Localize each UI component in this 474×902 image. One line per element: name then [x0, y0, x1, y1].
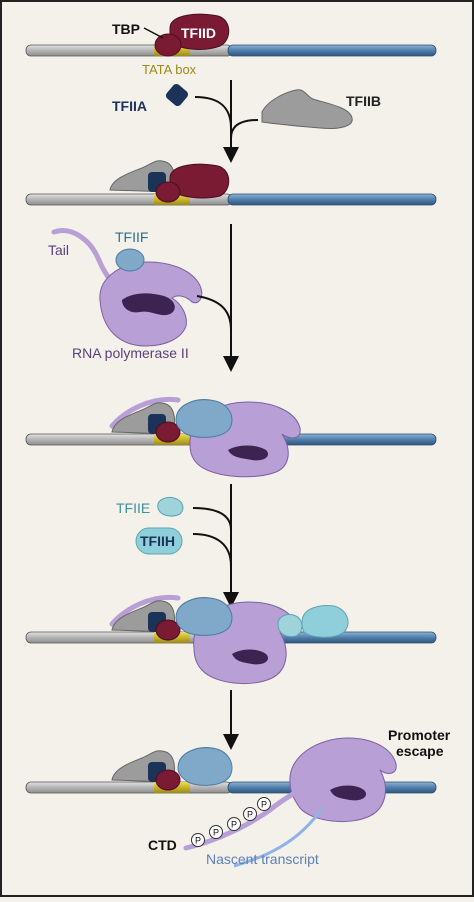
tfiih-bound-4	[301, 605, 349, 638]
pol-ii-tail-bound	[109, 396, 181, 429]
tbp-bound	[155, 181, 181, 203]
pol-ii-cleft-bound	[228, 445, 269, 461]
tail-label: Tail	[48, 242, 69, 258]
tfiib-shape	[261, 89, 353, 129]
pol-ii-label: RNA polymerase II	[72, 345, 189, 361]
tfiib-label: TFIIB	[346, 93, 381, 109]
arrow-1-branch-left	[194, 96, 232, 129]
tfiih-label: TFIIH	[140, 533, 175, 549]
tfiif-label: TFIIF	[115, 229, 148, 245]
incoming-pol-ii: Tail TFIIF RNA polymerase II	[48, 224, 239, 372]
incoming-tfiia-tfiib: TFIIA TFIIB	[112, 80, 381, 163]
stage-1: TBP TFIID TATA box	[25, 13, 437, 77]
ctd-tail	[183, 789, 299, 851]
tfiif-shape	[115, 248, 145, 272]
tfiih-shape	[135, 527, 183, 555]
tfiih-remaining	[177, 747, 233, 786]
svg-text:P: P	[247, 810, 253, 820]
phospho-5: P	[257, 797, 271, 811]
tbp-pointer	[143, 27, 164, 39]
stage-2	[25, 160, 437, 206]
tfiie-label: TFIIE	[116, 500, 150, 516]
pol-ii-cleft	[122, 293, 175, 316]
svg-text:P: P	[195, 836, 201, 846]
incoming-tfiie-tfiih: TFIIE TFIIH	[116, 484, 239, 608]
phospho-3: P	[227, 817, 241, 831]
tfiid-shape	[169, 13, 230, 50]
svg-text:P: P	[213, 828, 219, 838]
ctd-label: CTD	[148, 837, 177, 853]
tfiia-shape	[165, 83, 189, 107]
nascent-transcript-strand	[233, 807, 324, 868]
tata-box-label: TATA box	[142, 62, 197, 77]
tfiie-bound-4	[277, 613, 303, 637]
dna-strand-1	[25, 44, 437, 57]
pol-ii-escaping	[289, 737, 397, 822]
arrow-2-branch	[196, 295, 232, 331]
phospho-2: P	[209, 825, 223, 839]
stage-5: P P P P P CTD Nascent transcript Promote…	[25, 727, 451, 868]
tbp-label: TBP	[112, 21, 140, 37]
tbp-bound-3	[155, 421, 181, 443]
phospho-groups: P P P P P	[191, 797, 271, 847]
tfiif-bound-3	[175, 399, 233, 438]
promoter-escape-label-line2: escape	[396, 743, 444, 759]
tfiia-label: TFIIA	[112, 98, 147, 114]
phospho-4: P	[243, 807, 257, 821]
phospho-1: P	[191, 833, 205, 847]
stage-3	[25, 396, 437, 478]
arrow-1-branch-right	[230, 119, 259, 139]
pol-ii-tail-4	[109, 594, 181, 627]
tbp-bound-4	[155, 619, 181, 641]
arrow-3-branch-lower	[192, 533, 232, 567]
tfiid-bound	[169, 163, 230, 199]
stage-4	[25, 594, 437, 684]
pol-ii-cleft-5	[330, 785, 367, 801]
promoter-escape-label-line1: Promoter	[388, 727, 451, 743]
nascent-transcript-label: Nascent transcript	[206, 851, 319, 867]
dna-strand-2	[25, 193, 437, 206]
svg-text:P: P	[261, 800, 267, 810]
tbp-remaining	[155, 769, 181, 791]
tfiid-label: TFIID	[181, 25, 216, 41]
arrow-3-branch-upper	[192, 507, 232, 531]
pol-ii-cleft-4	[232, 649, 269, 665]
tbp-shape	[154, 33, 182, 57]
svg-text:P: P	[231, 820, 237, 830]
tfiif-bound-4	[175, 597, 233, 636]
tfiie-shape	[157, 497, 184, 517]
